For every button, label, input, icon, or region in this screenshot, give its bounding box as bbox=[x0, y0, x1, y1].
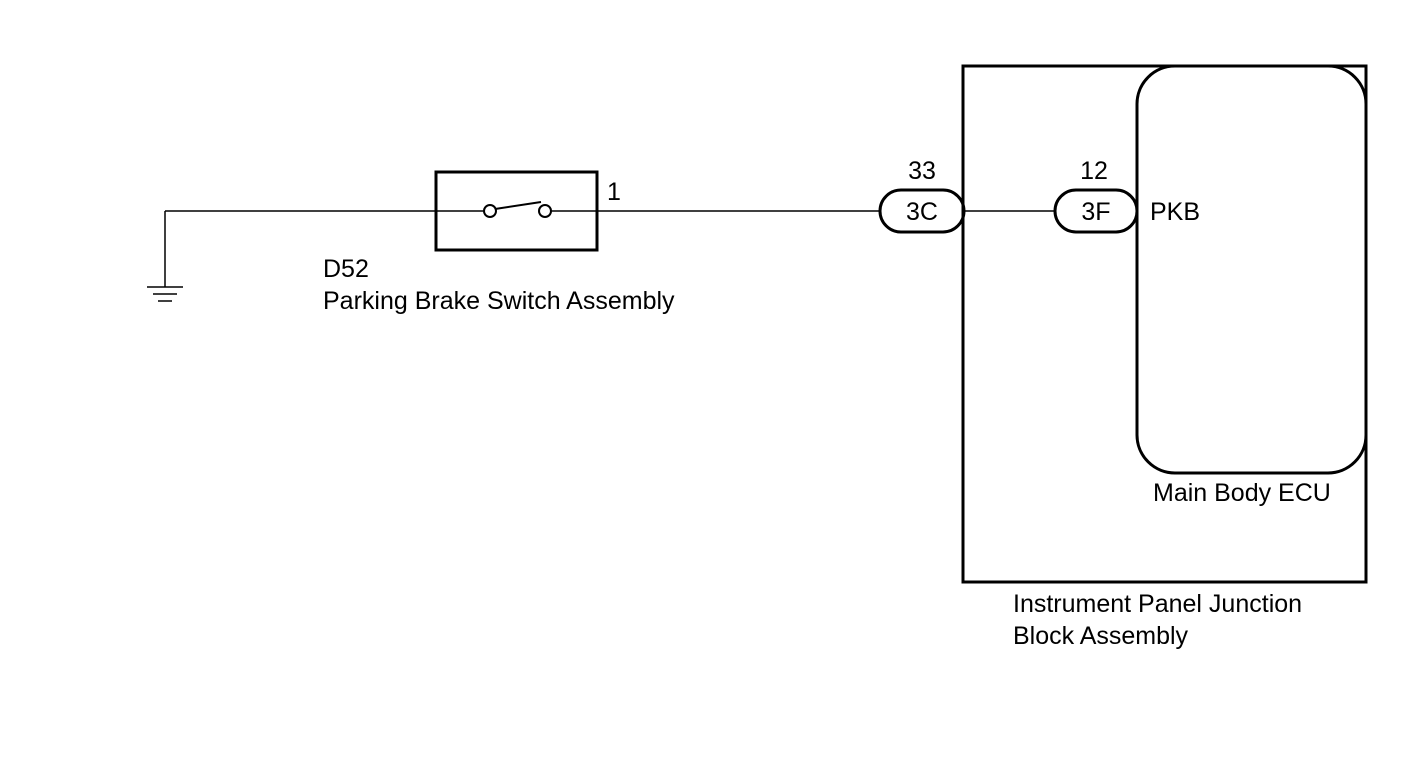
switch-code-label: D52 bbox=[323, 255, 369, 283]
connector-3f-id: 3F bbox=[1081, 198, 1110, 226]
main-body-ecu-box bbox=[1135, 64, 1368, 475]
connector-3f-shape bbox=[1053, 188, 1139, 234]
connector-3f: 3F bbox=[1053, 188, 1139, 234]
switch-name-label: Parking Brake Switch Assembly bbox=[323, 287, 675, 315]
junction-block-name-line2: Block Assembly bbox=[1013, 622, 1189, 650]
connector-3c-id: 3C bbox=[906, 198, 938, 226]
ecu-name-label: Main Body ECU bbox=[1153, 479, 1331, 507]
switch-contact-right bbox=[538, 204, 552, 218]
connector-3c: 3C bbox=[878, 188, 966, 234]
connector-3f-pin: 12 bbox=[1080, 157, 1108, 185]
ecu-terminal-label: PKB bbox=[1150, 198, 1200, 226]
switch-pin-label: 1 bbox=[607, 178, 621, 206]
parking-brake-switch bbox=[434, 170, 599, 252]
switch-blade bbox=[494, 201, 542, 210]
ground-symbol bbox=[147, 211, 183, 302]
switch-contact-left bbox=[483, 204, 497, 218]
junction-block-name-line1: Instrument Panel Junction bbox=[1013, 590, 1302, 618]
connector-3c-pin: 33 bbox=[908, 157, 936, 185]
